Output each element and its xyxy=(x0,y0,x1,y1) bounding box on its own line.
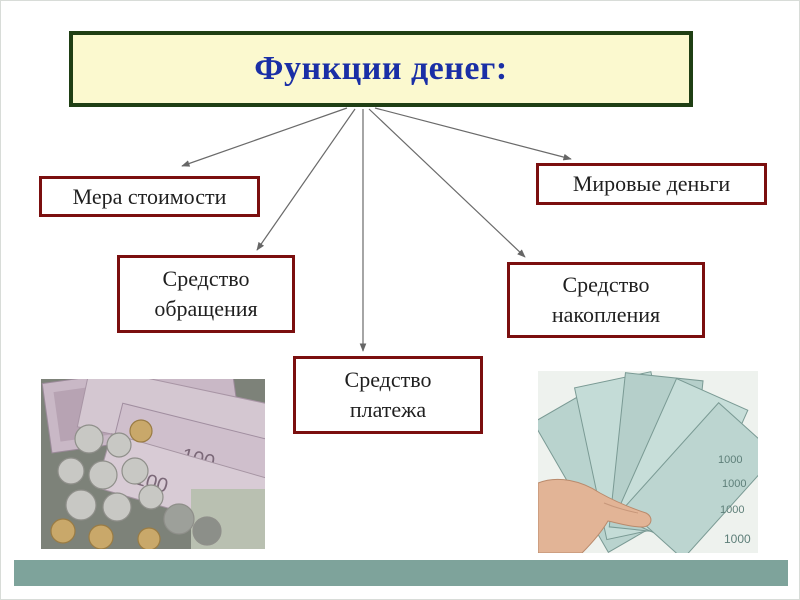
function-label-circulation-line2: обращения xyxy=(154,294,257,324)
banknote-denomination: 1000 xyxy=(722,478,746,490)
arrow-to-circulation xyxy=(257,109,355,250)
page-title: Функции денег: xyxy=(254,50,507,88)
banknote-denomination: 1000 xyxy=(724,532,751,546)
function-label-payment-line2: платежа xyxy=(345,395,432,425)
arrow-to-accumulation xyxy=(369,109,525,257)
function-label-world: Мировые деньги xyxy=(573,169,730,199)
function-label-accumulation-line2: накопления xyxy=(552,300,660,330)
title-box: Функции денег: xyxy=(69,31,693,107)
function-box-store-of-value: Средство накопления xyxy=(507,262,705,338)
function-label-accumulation-line1: Средство xyxy=(552,270,660,300)
function-label-payment-line1: Средство xyxy=(345,365,432,395)
function-box-means-of-payment: Средство платежа xyxy=(293,356,483,434)
photo-banknotes-and-coins: 100 100 100 xyxy=(41,379,265,549)
photo-hand-with-banknotes: 1000 1000 1000 1000 xyxy=(538,371,758,553)
function-box-medium-of-circulation: Средство обращения xyxy=(117,255,295,333)
arrow-to-world xyxy=(375,108,571,159)
function-label-measure: Мера стоимости xyxy=(73,182,227,212)
arrow-to-measure xyxy=(182,108,347,166)
footer-band xyxy=(14,560,788,586)
function-box-measure-of-value: Мера стоимости xyxy=(39,176,260,217)
function-label-circulation-line1: Средство xyxy=(154,264,257,294)
function-box-world-money: Мировые деньги xyxy=(536,163,767,205)
banknote-denomination: 1000 xyxy=(718,454,742,466)
banknote-denomination: 1000 xyxy=(720,504,744,516)
